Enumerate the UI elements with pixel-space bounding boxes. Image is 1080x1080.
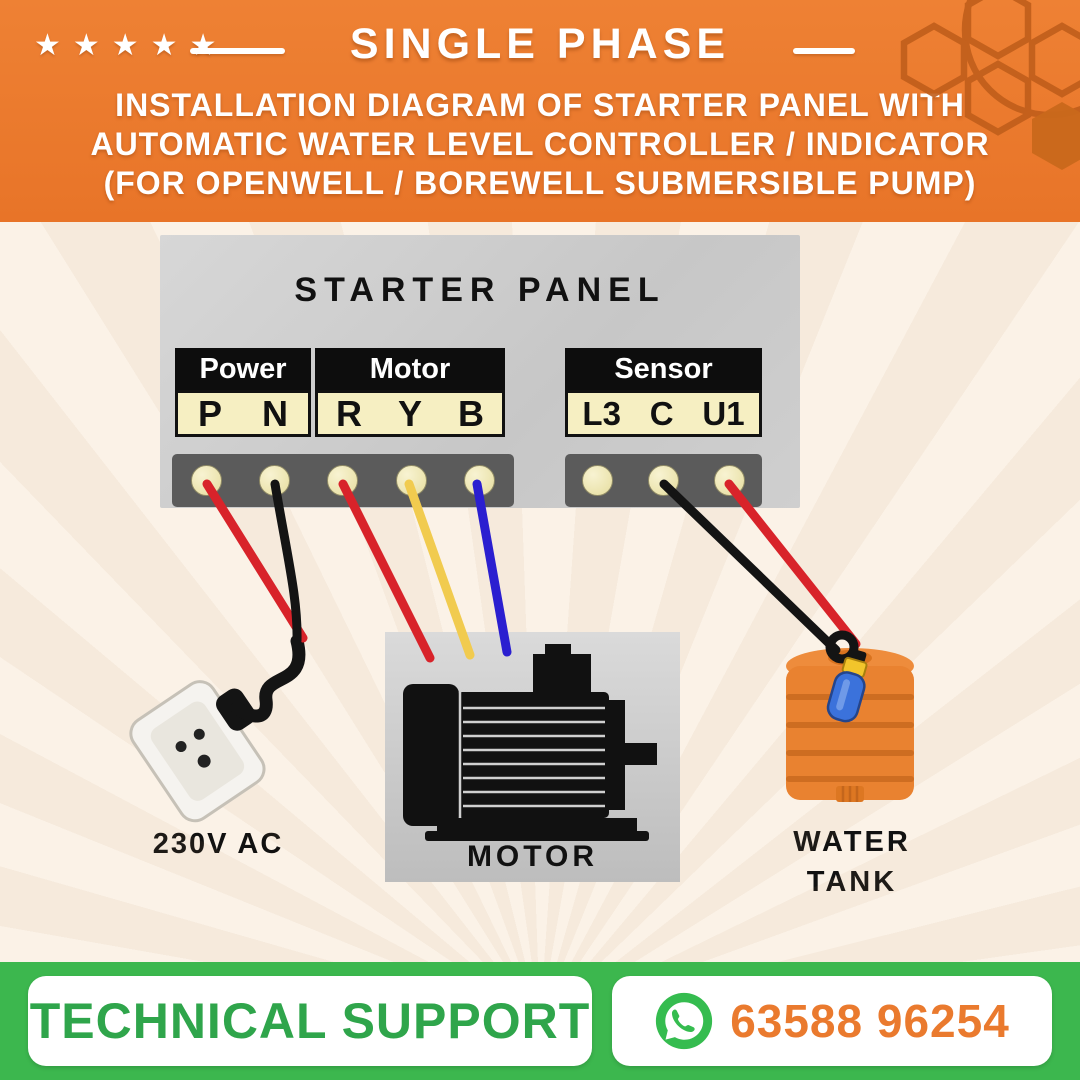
page-title: SINGLE PHASE xyxy=(349,20,731,68)
power-group-label: Power xyxy=(175,348,311,390)
technical-support-badge: TECHNICAL SUPPORT xyxy=(28,976,592,1066)
terminal-label-b: B xyxy=(457,392,484,434)
terminal-screw xyxy=(327,465,359,496)
subtitle-line-3: (FOR OPENWELL / BOREWELL SUBMERSIBLE PUM… xyxy=(103,165,977,201)
terminal-screw xyxy=(259,465,291,496)
terminal-label-r: R xyxy=(335,392,362,434)
wiring-diagram: STARTER PANEL Power P N Motor R Y B Sens… xyxy=(0,222,1080,962)
motor-illustration: MOTOR xyxy=(385,632,680,882)
sensor-terminal-labels: L3 C U1 xyxy=(565,390,762,437)
sensor-terminal-group: Sensor L3 C U1 xyxy=(565,348,762,437)
tank-label-line-2: TANK xyxy=(806,866,898,898)
subtitle: INSTALLATION DIAGRAM OF STARTER PANEL WI… xyxy=(0,86,1080,203)
terminal-screw xyxy=(713,465,745,496)
motor-terminal-labels: R Y B xyxy=(315,390,505,437)
terminal-screw xyxy=(647,465,679,496)
motor-terminal-group: Motor R Y B xyxy=(315,348,505,437)
sensor-group-label: Sensor xyxy=(565,348,762,390)
motor-icon xyxy=(403,644,657,841)
whatsapp-icon xyxy=(656,992,713,1050)
terminal-strip-right xyxy=(565,454,762,507)
terminal-screw xyxy=(464,465,496,496)
motor-group-label: Motor xyxy=(315,348,505,390)
dash-right-decoration xyxy=(793,48,855,54)
terminal-label-y: Y xyxy=(397,392,422,434)
plug-label: 230V AC xyxy=(152,828,284,860)
terminal-label-u1: U1 xyxy=(702,394,745,432)
terminal-label-p: P xyxy=(197,392,222,434)
tank-label: WATER TANK xyxy=(768,822,936,902)
subtitle-line-2: AUTOMATIC WATER LEVEL CONTROLLER / INDIC… xyxy=(90,126,990,162)
motor-label: MOTOR xyxy=(466,840,599,873)
subtitle-line-1: INSTALLATION DIAGRAM OF STARTER PANEL WI… xyxy=(115,87,965,123)
terminal-screw xyxy=(395,465,427,496)
power-terminal-labels: P N xyxy=(175,390,311,437)
terminal-label-c: C xyxy=(649,394,674,432)
power-terminal-group: Power P N xyxy=(175,348,311,437)
terminal-screw xyxy=(582,465,614,496)
support-label: TECHNICAL SUPPORT xyxy=(29,993,591,1049)
whatsapp-contact-badge: 63588 96254 xyxy=(612,976,1052,1066)
starter-panel: STARTER PANEL Power P N Motor R Y B Sens… xyxy=(160,235,800,508)
footer-bar: TECHNICAL SUPPORT 63588 96254 xyxy=(0,962,1080,1080)
tank-label-line-1: WATER xyxy=(793,826,911,858)
terminal-strip-left xyxy=(172,454,514,507)
dash-left-decoration xyxy=(190,48,285,54)
star-icons: ★★★★★ xyxy=(34,29,229,62)
terminal-label-n: N xyxy=(261,392,288,434)
hex-pattern-decoration xyxy=(900,0,1080,170)
terminal-label-l3: L3 xyxy=(582,394,621,432)
phone-number: 63588 96254 xyxy=(730,995,1010,1047)
starter-panel-title: STARTER PANEL xyxy=(294,271,666,309)
header-banner: ★★★★★ SINGLE PHASE INSTALLATION DIAGRAM … xyxy=(0,0,1080,222)
terminal-screw xyxy=(190,465,222,496)
